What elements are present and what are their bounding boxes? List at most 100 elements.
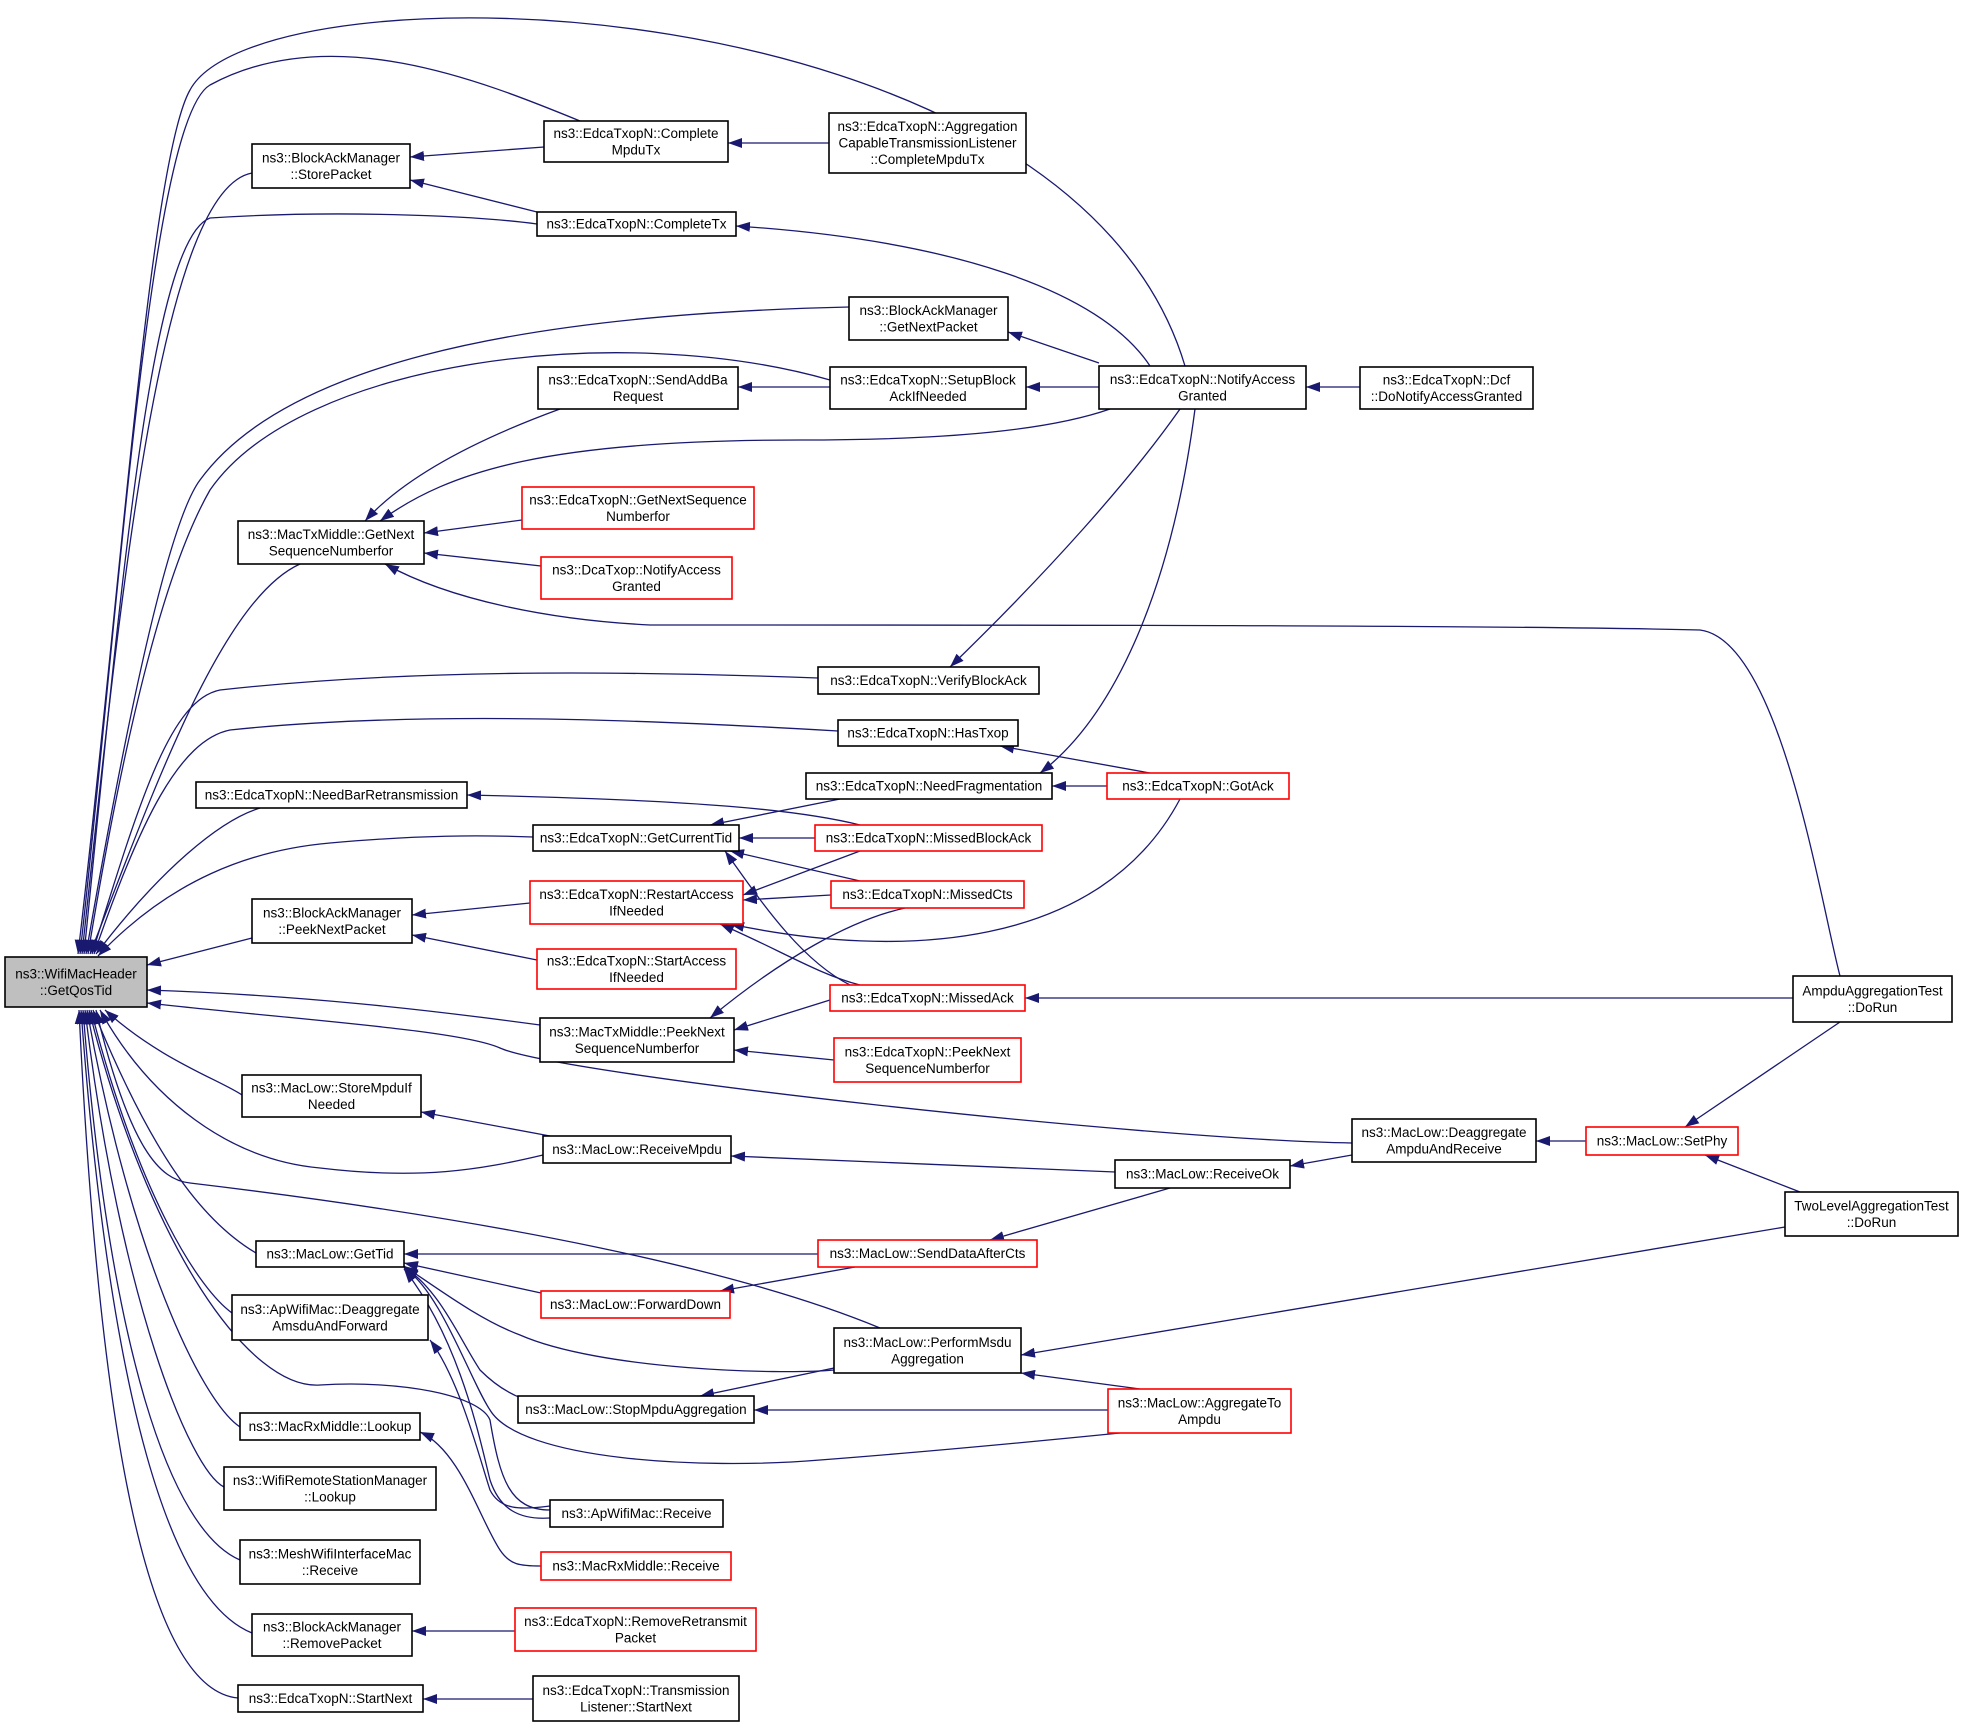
- node-verify_ba[interactable]: ns3::EdcaTxopN::VerifyBlockAck: [817, 666, 1040, 695]
- node-edca_peek[interactable]: ns3::EdcaTxopN::PeekNextSequenceNumberfo…: [833, 1037, 1022, 1083]
- node-box[interactable]: [237, 520, 425, 565]
- node-box[interactable]: [532, 824, 740, 852]
- node-box[interactable]: [537, 366, 739, 410]
- node-missed_ack[interactable]: ns3::EdcaTxopN::MissedAck: [829, 984, 1026, 1012]
- node-bam_peek[interactable]: ns3::BlockAckManager::PeekNextPacket: [251, 898, 413, 944]
- node-ap_receive[interactable]: ns3::ApWifiMac::Receive: [549, 1499, 724, 1528]
- node-box[interactable]: [536, 948, 737, 990]
- node-box[interactable]: [848, 296, 1009, 341]
- node-root[interactable]: ns3::WifiMacHeader::GetQosTid: [4, 956, 148, 1008]
- node-box[interactable]: [239, 1539, 421, 1585]
- node-box[interactable]: [195, 781, 468, 809]
- node-box[interactable]: [817, 1239, 1038, 1268]
- node-box[interactable]: [833, 1037, 1022, 1083]
- node-notify_access[interactable]: ns3::EdcaTxopN::NotifyAccessGranted: [1098, 365, 1307, 410]
- node-box[interactable]: [532, 1675, 740, 1722]
- node-get_tid[interactable]: ns3::MacLow::GetTid: [255, 1240, 405, 1268]
- node-mtm_getnext[interactable]: ns3::MacTxMiddle::GetNextSequenceNumberf…: [237, 520, 425, 565]
- node-receive_ok[interactable]: ns3::MacLow::ReceiveOk: [1114, 1159, 1291, 1189]
- node-box[interactable]: [521, 486, 755, 530]
- node-box[interactable]: [1351, 1118, 1537, 1163]
- node-box[interactable]: [536, 211, 737, 237]
- node-box[interactable]: [1359, 366, 1534, 410]
- node-complete_mpdu[interactable]: ns3::EdcaTxopN::CompleteMpduTx: [543, 120, 729, 163]
- node-bam_remove[interactable]: ns3::BlockAckManager::RemovePacket: [251, 1613, 413, 1657]
- node-box[interactable]: [549, 1499, 724, 1528]
- node-missed_ba[interactable]: ns3::EdcaTxopN::MissedBlockAck: [814, 824, 1043, 852]
- node-box[interactable]: [517, 1395, 755, 1424]
- node-box[interactable]: [814, 824, 1043, 852]
- node-box[interactable]: [239, 1412, 421, 1441]
- node-box[interactable]: [540, 1290, 731, 1319]
- node-box[interactable]: [223, 1466, 437, 1511]
- node-has_txop[interactable]: ns3::EdcaTxopN::HasTxop: [837, 719, 1019, 747]
- node-box[interactable]: [231, 1294, 429, 1341]
- node-send_data_cts[interactable]: ns3::MacLow::SendDataAfterCts: [817, 1239, 1038, 1268]
- node-agg_complete[interactable]: ns3::EdcaTxopN::AggregationCapableTransm…: [828, 112, 1027, 174]
- node-stop_mpdu[interactable]: ns3::MacLow::StopMpduAggregation: [517, 1395, 755, 1424]
- node-ap_deagg[interactable]: ns3::ApWifiMac::DeaggregateAmsduAndForwa…: [231, 1294, 429, 1341]
- node-get_current_tid[interactable]: ns3::EdcaTxopN::GetCurrentTid: [532, 824, 740, 852]
- node-receive_mpdu[interactable]: ns3::MacLow::ReceiveMpdu: [542, 1135, 732, 1164]
- node-bam_getnext[interactable]: ns3::BlockAckManager::GetNextPacket: [848, 296, 1009, 341]
- node-box[interactable]: [540, 1551, 732, 1581]
- node-box[interactable]: [241, 1074, 422, 1118]
- node-box[interactable]: [828, 112, 1027, 174]
- node-box[interactable]: [1585, 1126, 1739, 1156]
- node-box[interactable]: [237, 1684, 424, 1713]
- node-box[interactable]: [251, 898, 413, 944]
- node-mrm_receive[interactable]: ns3::MacRxMiddle::Receive: [540, 1551, 732, 1581]
- node-ampdu_test[interactable]: AmpduAggregationTest::DoRun: [1792, 975, 1953, 1023]
- node-box[interactable]: [830, 880, 1025, 909]
- node-got_ack[interactable]: ns3::EdcaTxopN::GotAck: [1106, 772, 1290, 800]
- node-box[interactable]: [1098, 365, 1307, 410]
- node-box[interactable]: [1792, 975, 1953, 1023]
- node-tl_startnext[interactable]: ns3::EdcaTxopN::TransmissionListener::St…: [532, 1675, 740, 1722]
- node-two_level[interactable]: TwoLevelAggregationTest::DoRun: [1784, 1191, 1959, 1237]
- node-need_bar[interactable]: ns3::EdcaTxopN::NeedBarRetransmission: [195, 781, 468, 809]
- node-box[interactable]: [1107, 1388, 1292, 1434]
- node-box[interactable]: [817, 666, 1040, 695]
- node-mtm_peek[interactable]: ns3::MacTxMiddle::PeekNextSequenceNumber…: [539, 1017, 735, 1063]
- node-box[interactable]: [837, 719, 1019, 747]
- node-wrsm_lookup[interactable]: ns3::WifiRemoteStationManager::Lookup: [223, 1466, 437, 1511]
- node-mrm_lookup[interactable]: ns3::MacRxMiddle::Lookup: [239, 1412, 421, 1441]
- node-missed_cts[interactable]: ns3::EdcaTxopN::MissedCts: [830, 880, 1025, 909]
- node-box[interactable]: [1106, 772, 1290, 800]
- node-box[interactable]: [1114, 1159, 1291, 1189]
- node-box[interactable]: [543, 120, 729, 163]
- node-complete_tx[interactable]: ns3::EdcaTxopN::CompleteTx: [536, 211, 737, 237]
- node-box[interactable]: [833, 1327, 1022, 1374]
- node-set_phy[interactable]: ns3::MacLow::SetPhy: [1585, 1126, 1739, 1156]
- node-mesh_receive[interactable]: ns3::MeshWifiInterfaceMac::Receive: [239, 1539, 421, 1585]
- node-dca_notify[interactable]: ns3::DcaTxop::NotifyAccessGranted: [540, 556, 733, 600]
- node-box[interactable]: [829, 366, 1027, 410]
- node-box[interactable]: [4, 956, 148, 1008]
- node-box[interactable]: [829, 984, 1026, 1012]
- node-box[interactable]: [540, 556, 733, 600]
- node-start_next[interactable]: ns3::EdcaTxopN::StartNext: [237, 1684, 424, 1713]
- node-box[interactable]: [255, 1240, 405, 1268]
- node-box[interactable]: [529, 880, 744, 925]
- node-box[interactable]: [1784, 1191, 1959, 1237]
- node-box[interactable]: [251, 1613, 413, 1657]
- node-box[interactable]: [539, 1017, 735, 1063]
- node-box[interactable]: [514, 1607, 757, 1652]
- node-box[interactable]: [542, 1135, 732, 1164]
- node-need_frag[interactable]: ns3::EdcaTxopN::NeedFragmentation: [805, 772, 1053, 800]
- node-box[interactable]: [251, 143, 411, 189]
- node-bam_store[interactable]: ns3::BlockAckManager::StorePacket: [251, 143, 411, 189]
- node-forward_down[interactable]: ns3::MacLow::ForwardDown: [540, 1290, 731, 1319]
- node-dcf_notify[interactable]: ns3::EdcaTxopN::Dcf::DoNotifyAccessGrant…: [1359, 366, 1534, 410]
- node-box[interactable]: [805, 772, 1053, 800]
